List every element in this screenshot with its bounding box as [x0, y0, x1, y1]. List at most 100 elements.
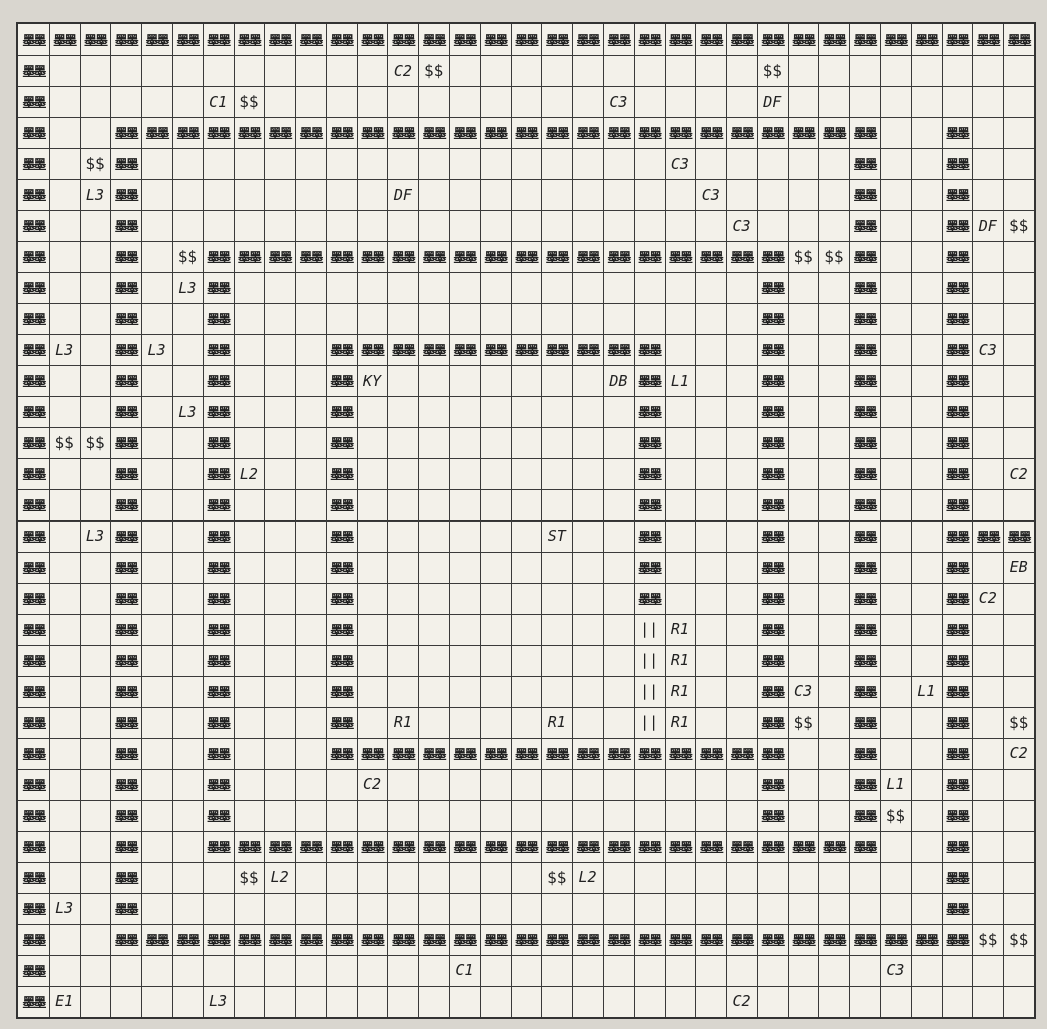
map-marker-l3-row28[interactable]: L3 — [49, 893, 80, 924]
map-marker-l1-row24[interactable]: L1 — [880, 769, 911, 800]
map-marker-df-row2[interactable]: DF — [757, 86, 788, 117]
map-marker-ss-top-right[interactable]: $$ — [757, 55, 788, 86]
wall-cell: 墨墨 — [726, 117, 757, 148]
grid-line-horizontal — [18, 893, 1034, 894]
map-marker-r1-row21[interactable]: R1 — [665, 676, 696, 707]
map-marker-st-row16[interactable]: ST — [541, 521, 572, 552]
map-marker-ss-row2[interactable]: $$ — [234, 86, 265, 117]
map-marker-ss-row13a[interactable]: $$ — [49, 427, 80, 458]
map-marker-c3-row10[interactable]: C3 — [972, 334, 1003, 365]
map-marker-l3-row10b[interactable]: L3 — [141, 334, 172, 365]
wall-cell: 墨墨 — [726, 24, 757, 55]
map-marker-eb-row17[interactable]: EB — [1003, 552, 1034, 583]
wall-cell: 墨墨 — [18, 552, 49, 583]
wall-cell: 墨墨 — [665, 241, 696, 272]
wall-cell: 墨墨 — [942, 148, 973, 179]
wall-cell: 墨墨 — [387, 117, 418, 148]
grid-line-horizontal — [18, 707, 1034, 708]
map-marker-c3-row30[interactable]: C3 — [880, 955, 911, 986]
map-marker-c2-row23[interactable]: C2 — [1003, 738, 1034, 769]
map-marker-l2-row14[interactable]: L2 — [234, 458, 265, 489]
map-marker-ky-row11[interactable]: KY — [357, 365, 388, 396]
map-marker-df-row5[interactable]: DF — [387, 179, 418, 210]
map-marker-r1-row22a[interactable]: R1 — [387, 707, 418, 738]
wall-cell: 墨墨 — [357, 241, 388, 272]
map-marker-c2-row24[interactable]: C2 — [357, 769, 388, 800]
wall-cell: 墨墨 — [18, 272, 49, 303]
wall-cell: 墨墨 — [418, 924, 449, 955]
map-marker-c2-row18[interactable]: C2 — [972, 583, 1003, 614]
map-marker-r1-row22b[interactable]: R1 — [541, 707, 572, 738]
map-marker-ss-row25[interactable]: $$ — [880, 800, 911, 831]
wall-cell: 墨墨 — [942, 645, 973, 676]
map-marker-ss-top[interactable]: $$ — [418, 55, 449, 86]
wall-cell: 墨墨 — [511, 117, 542, 148]
map-marker-ss-row7a[interactable]: $$ — [172, 241, 203, 272]
wall-cell: 墨墨 — [757, 645, 788, 676]
wall-cell: 墨墨 — [541, 334, 572, 365]
wall-cell: 墨墨 — [203, 458, 234, 489]
map-marker-df-row6[interactable]: DF — [972, 210, 1003, 241]
map-marker-l1-row11[interactable]: L1 — [665, 365, 696, 396]
map-marker-c3-row4[interactable]: C3 — [665, 148, 696, 179]
map-marker-ss-row4[interactable]: $$ — [80, 148, 111, 179]
map-marker-e1-row31[interactable]: E1 — [49, 986, 80, 1017]
map-marker-c2-row31[interactable]: C2 — [726, 986, 757, 1017]
map-marker-ss-row27b[interactable]: $$ — [541, 862, 572, 893]
map-marker-c3-row6[interactable]: C3 — [726, 210, 757, 241]
wall-cell: 墨墨 — [757, 583, 788, 614]
map-marker-ss-row6[interactable]: $$ — [1003, 210, 1034, 241]
map-marker-c2-row14[interactable]: C2 — [1003, 458, 1034, 489]
map-marker-l3-row31[interactable]: L3 — [203, 986, 234, 1017]
wall-cell: 墨墨 — [757, 738, 788, 769]
map-marker-r1-row20[interactable]: R1 — [665, 645, 696, 676]
wall-cell: 墨墨 — [942, 676, 973, 707]
map-marker-c1-row2[interactable]: C1 — [203, 86, 234, 117]
wall-cell: 墨墨 — [757, 365, 788, 396]
wall-cell: 墨墨 — [449, 241, 480, 272]
map-marker-db-row11[interactable]: DB — [603, 365, 634, 396]
map-marker-c3-row2[interactable]: C3 — [603, 86, 634, 117]
map-marker-l2-row27b[interactable]: L2 — [572, 862, 603, 893]
wall-cell: 墨墨 — [603, 924, 634, 955]
wall-cell: 墨墨 — [942, 489, 973, 520]
map-marker-ss-row29b[interactable]: $$ — [1003, 924, 1034, 955]
map-marker-c3-row5[interactable]: C3 — [695, 179, 726, 210]
map-marker-l3-row12[interactable]: L3 — [172, 396, 203, 427]
wall-cell: 墨墨 — [634, 521, 665, 552]
map-marker-l3-row10a[interactable]: L3 — [49, 334, 80, 365]
wall-cell: 墨墨 — [942, 924, 973, 955]
wall-cell: 墨墨 — [480, 924, 511, 955]
map-marker-ss-row7b[interactable]: $$ — [788, 241, 819, 272]
map-marker-ss-row27a[interactable]: $$ — [234, 862, 265, 893]
map-marker-ss-row7c[interactable]: $$ — [818, 241, 849, 272]
map-marker-l2-row27a[interactable]: L2 — [264, 862, 295, 893]
map-marker-l3-row8[interactable]: L3 — [172, 272, 203, 303]
wall-cell: 墨墨 — [110, 583, 141, 614]
wall-cell: 墨墨 — [603, 117, 634, 148]
wall-cell: 墨墨 — [757, 707, 788, 738]
wall-cell: 墨墨 — [480, 334, 511, 365]
map-marker-ss-row29a[interactable]: $$ — [972, 924, 1003, 955]
wall-cell: 墨墨 — [849, 117, 880, 148]
wall-cell: 墨墨 — [326, 458, 357, 489]
map-marker-ss-row22a[interactable]: $$ — [788, 707, 819, 738]
map-marker-r1-row22c[interactable]: R1 — [665, 707, 696, 738]
wall-cell: 墨墨 — [203, 831, 234, 862]
map-marker-l3-row5[interactable]: L3 — [80, 179, 111, 210]
map-marker-c2-top[interactable]: C2 — [387, 55, 418, 86]
wall-cell: 墨墨 — [572, 117, 603, 148]
grid-line-horizontal — [18, 148, 1034, 149]
map-marker-l1-row21[interactable]: L1 — [911, 676, 942, 707]
wall-cell: 墨墨 — [942, 769, 973, 800]
map-marker-ss-row13b[interactable]: $$ — [80, 427, 111, 458]
map-marker-r1-row19[interactable]: R1 — [665, 614, 696, 645]
double-bar-marker: || — [634, 707, 665, 738]
wall-cell: 墨墨 — [449, 738, 480, 769]
map-marker-l3-row16[interactable]: L3 — [80, 521, 111, 552]
wall-cell: 墨墨 — [110, 552, 141, 583]
wall-cell: 墨墨 — [849, 272, 880, 303]
map-marker-c3-row21[interactable]: C3 — [788, 676, 819, 707]
map-marker-ss-row22b[interactable]: $$ — [1003, 707, 1034, 738]
map-marker-c1-row30[interactable]: C1 — [449, 955, 480, 986]
